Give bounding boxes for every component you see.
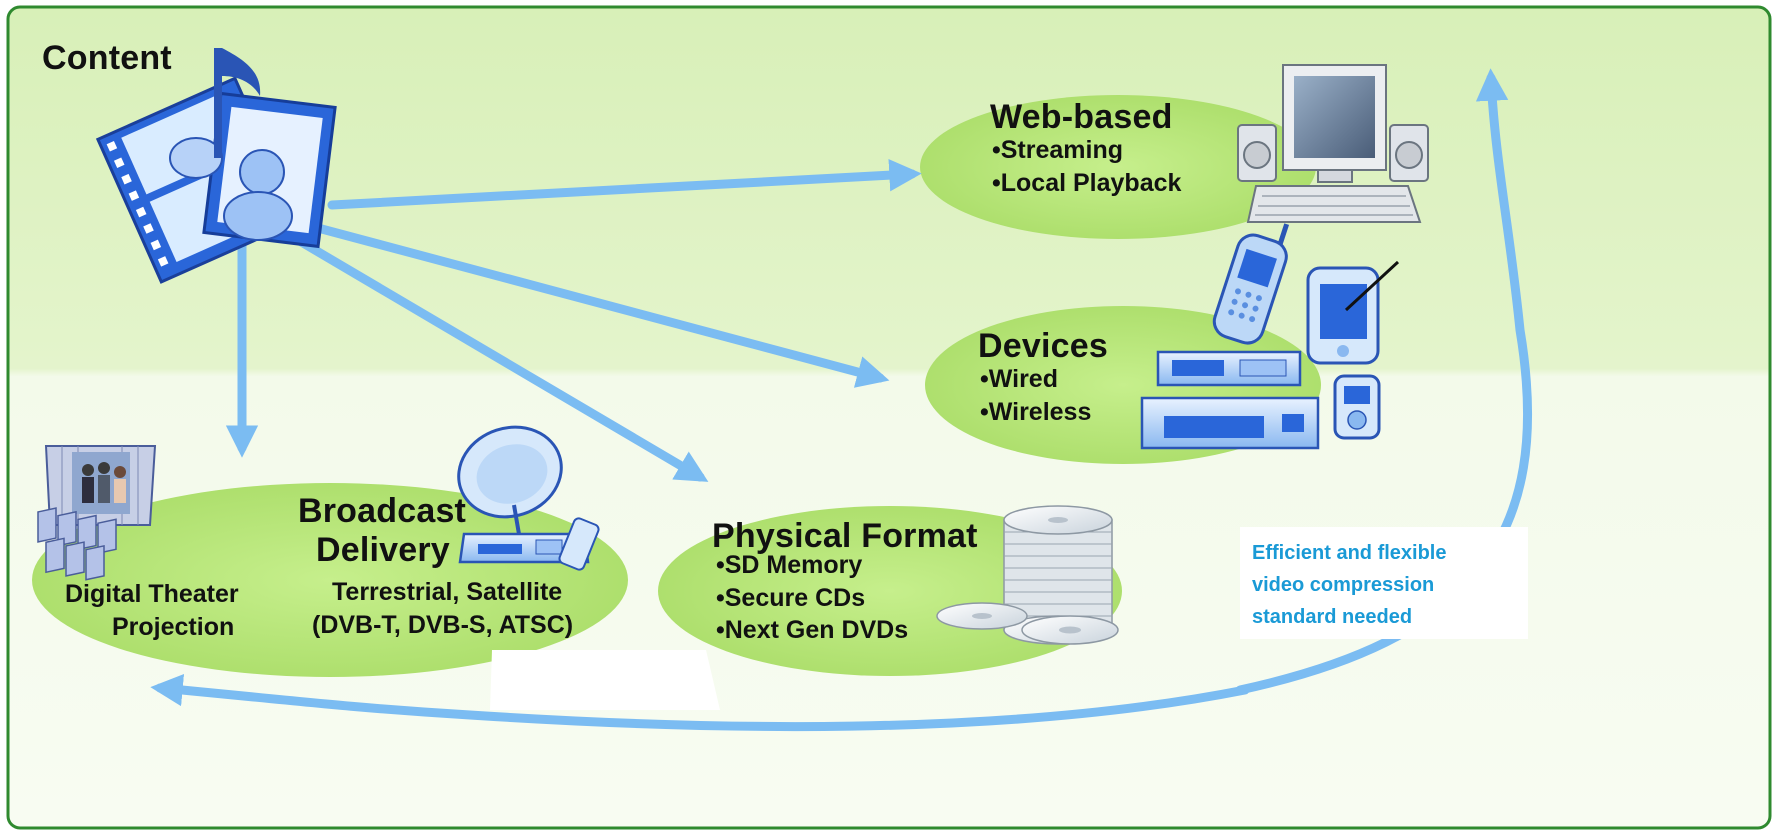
feedback-arrow-up — [1235, 68, 1532, 695]
media-content-icon — [95, 48, 337, 284]
music-player-icon — [1333, 374, 1381, 440]
devices-bullet-wired: •Wired — [980, 365, 1058, 393]
physical-bullet-secure-cds: •Secure CDs — [716, 584, 866, 612]
set-top-box-icon — [1140, 350, 1320, 450]
disc-stack-icon — [936, 505, 1119, 645]
theater-line2: Projection — [112, 613, 235, 641]
note-box — [1240, 527, 1528, 639]
cinema-screen-icon — [37, 445, 157, 581]
desktop-computer-icon — [1237, 64, 1429, 223]
broadcast-line2: (DVB-T, DVB-S, ATSC) — [312, 611, 574, 639]
web-title: Web-based — [990, 98, 1173, 136]
physical-bullet-sd-memory: •SD Memory — [716, 551, 863, 579]
note-line1: Efficient and flexible — [1252, 542, 1447, 564]
broadcast-ellipse — [32, 483, 628, 677]
devices-bullet-wireless: •Wireless — [980, 398, 1092, 426]
broadcast-title-line1: Broadcast — [298, 492, 467, 530]
receiver-icon — [458, 517, 600, 571]
broadcast-line1: Terrestrial, Satellite — [332, 578, 563, 606]
broadcast-patch — [490, 650, 720, 710]
content-title: Content — [42, 39, 172, 77]
satellite-dish-icon — [457, 425, 563, 541]
broadcast-title-line2: Delivery — [316, 531, 450, 569]
note-line3: standard needed — [1252, 606, 1413, 628]
theater-line1: Digital Theater — [65, 580, 239, 608]
feedback-arrow-left — [150, 673, 1250, 732]
arrow-to-devices — [313, 223, 890, 388]
web-bullet-local-playback: •Local Playback — [992, 169, 1182, 197]
web-bullet-streaming: •Streaming — [992, 136, 1124, 164]
physical-title: Physical Format — [712, 517, 978, 555]
web-ellipse — [920, 95, 1316, 239]
pda-icon — [1306, 260, 1400, 365]
note-line2: video compression — [1252, 574, 1435, 596]
physical-bullet-next-gen-dvds: •Next Gen DVDs — [716, 616, 909, 644]
arrow-to-web — [327, 159, 922, 210]
devices-title: Devices — [978, 327, 1108, 365]
mobile-phone-icon — [1212, 223, 1290, 345]
arrow-to-physical — [293, 235, 709, 482]
